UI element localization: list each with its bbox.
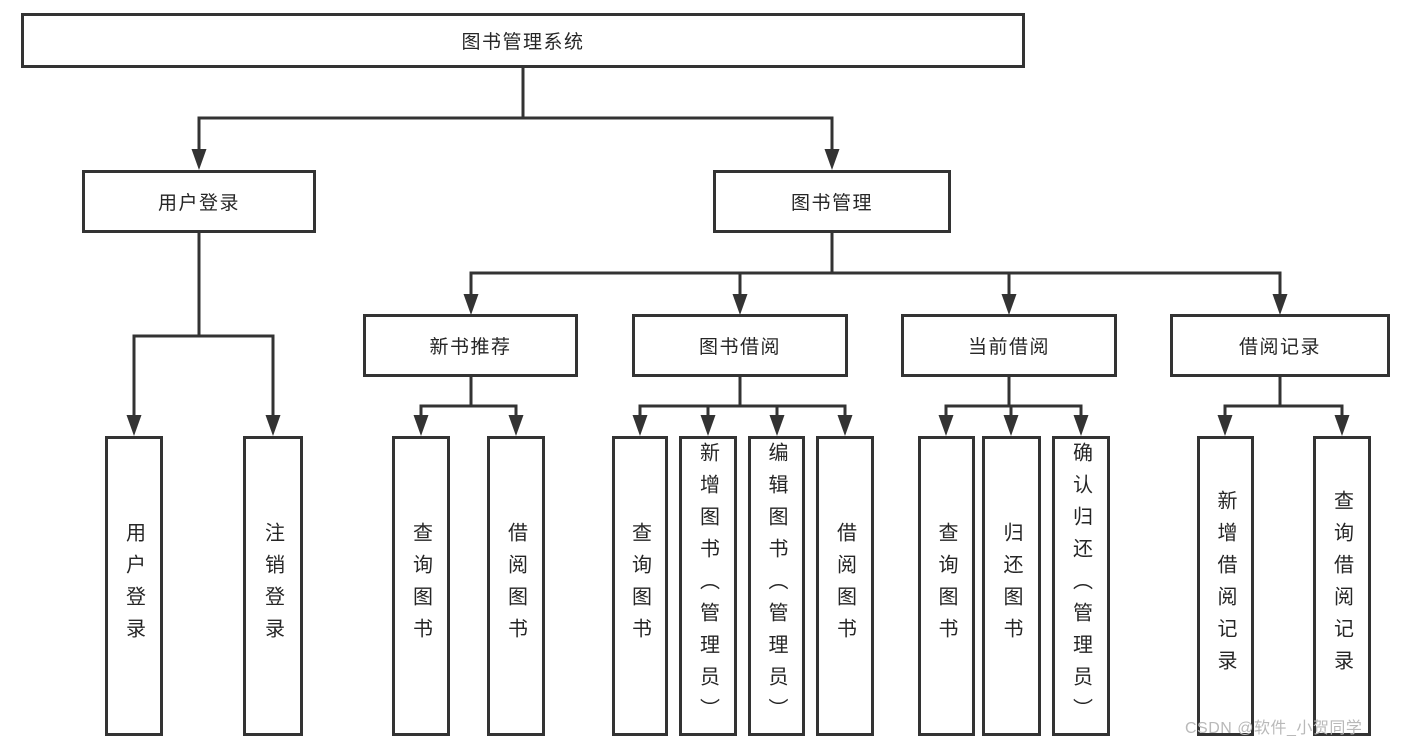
- node-current-borrow-label: 当前借阅: [967, 337, 1050, 358]
- leaf-borrow-books-1-label: 借阅图书: [504, 522, 527, 650]
- leaf-add-borrow-record: 新增借阅记录: [1197, 436, 1254, 736]
- leaf-add-book-admin-label: 新增图书（管理员）: [696, 442, 719, 730]
- node-borrow-records-label: 借阅记录: [1238, 337, 1321, 358]
- node-book-management-label: 图书管理: [790, 193, 873, 214]
- connector-borrow-records-children: [1217, 377, 1350, 436]
- leaf-query-books-2: 查询图书: [612, 436, 668, 736]
- leaf-query-books-1: 查询图书: [392, 436, 450, 736]
- connector-new-book-rec-children: [413, 377, 524, 436]
- node-current-borrow: 当前借阅: [901, 314, 1117, 377]
- leaf-query-borrow-record: 查询借阅记录: [1313, 436, 1371, 736]
- leaf-confirm-return-admin-label: 确认归还（管理员）: [1069, 442, 1092, 730]
- node-borrow-records: 借阅记录: [1170, 314, 1390, 377]
- leaf-borrow-books-2-label: 借阅图书: [833, 522, 856, 650]
- leaf-return-book: 归还图书: [982, 436, 1041, 736]
- node-book-management: 图书管理: [713, 170, 951, 233]
- leaf-query-borrow-record-label: 查询借阅记录: [1330, 490, 1353, 682]
- connector-user-login-children: [126, 233, 281, 436]
- csdn-watermark: CSDN @软件_小贺同学: [1185, 720, 1363, 737]
- node-new-book-recommend: 新书推荐: [363, 314, 578, 377]
- connector-book-mgmt-children: [463, 233, 1288, 315]
- node-user-login: 用户登录: [82, 170, 316, 233]
- leaf-logout-login-label: 注销登录: [261, 522, 284, 650]
- leaf-query-books-1-label: 查询图书: [409, 522, 432, 650]
- leaf-borrow-books-1: 借阅图书: [487, 436, 545, 736]
- leaf-query-books-3: 查询图书: [918, 436, 975, 736]
- connector-book-borrow-children: [632, 377, 853, 436]
- connector-root-to-level1: [191, 67, 840, 170]
- leaf-add-book-admin: 新增图书（管理员）: [679, 436, 737, 736]
- leaf-add-borrow-record-label: 新增借阅记录: [1214, 490, 1236, 682]
- leaf-user-login-label: 用户登录: [122, 522, 145, 650]
- leaf-edit-book-admin: 编辑图书（管理员）: [748, 436, 805, 736]
- node-user-login-label: 用户登录: [157, 193, 240, 214]
- leaf-user-login: 用户登录: [105, 436, 163, 736]
- node-new-book-recommend-label: 新书推荐: [429, 337, 512, 358]
- node-book-borrow-label: 图书借阅: [698, 337, 781, 358]
- leaf-query-books-3-label: 查询图书: [935, 522, 957, 650]
- node-library-system-label: 图书管理系统: [461, 32, 585, 53]
- leaf-return-book-label: 归还图书: [1000, 522, 1022, 650]
- leaf-logout-login: 注销登录: [243, 436, 303, 736]
- leaf-borrow-books-2: 借阅图书: [816, 436, 874, 736]
- leaf-confirm-return-admin: 确认归还（管理员）: [1052, 436, 1110, 736]
- connector-current-borrow-children: [938, 377, 1089, 436]
- leaf-edit-book-admin-label: 编辑图书（管理员）: [765, 442, 787, 730]
- leaf-query-books-2-label: 查询图书: [628, 522, 651, 650]
- node-library-system: 图书管理系统: [21, 13, 1025, 68]
- node-book-borrow: 图书借阅: [632, 314, 848, 377]
